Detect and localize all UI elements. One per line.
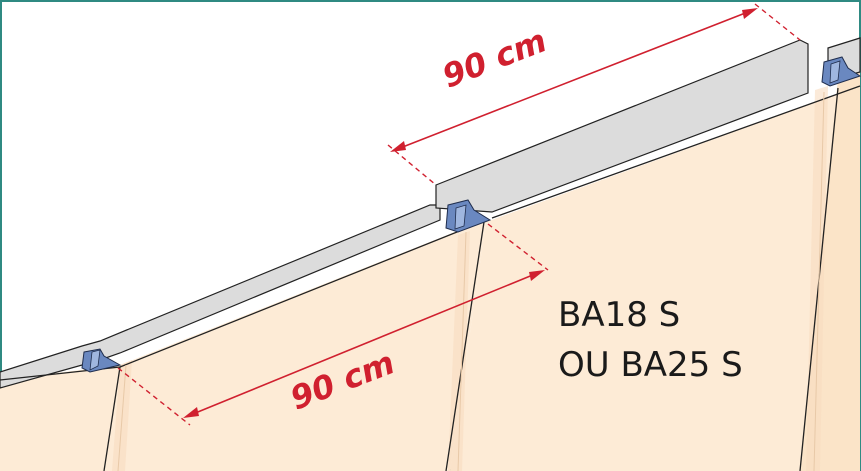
dim-bottom-arrow-right	[529, 270, 545, 281]
dim-top-ext-left	[387, 144, 437, 186]
dim-bottom-ext-left	[117, 367, 191, 426]
board-middle	[450, 86, 860, 471]
dim-bottom-arrow-left	[183, 407, 199, 418]
plasterboards	[0, 72, 860, 471]
product-label-line1: BA18 S	[558, 295, 680, 335]
rail-middle-front	[454, 204, 467, 230]
dim-top-line	[394, 9, 754, 151]
board-edges	[0, 85, 861, 471]
board-shade-3	[806, 86, 828, 471]
product-label-line2: OU BA25 S	[558, 345, 743, 385]
rail-right-front	[829, 60, 841, 84]
dimension-lines	[117, 3, 801, 426]
dim-top-arrow-right	[742, 8, 758, 19]
metal-rails	[81, 56, 861, 373]
dim-top-ext-right	[754, 3, 801, 41]
dim-bottom-ext-right	[487, 223, 549, 271]
dim-bottom-line	[187, 271, 541, 417]
rail-left-front	[89, 349, 101, 371]
dim-top-arrow-left	[390, 141, 406, 152]
